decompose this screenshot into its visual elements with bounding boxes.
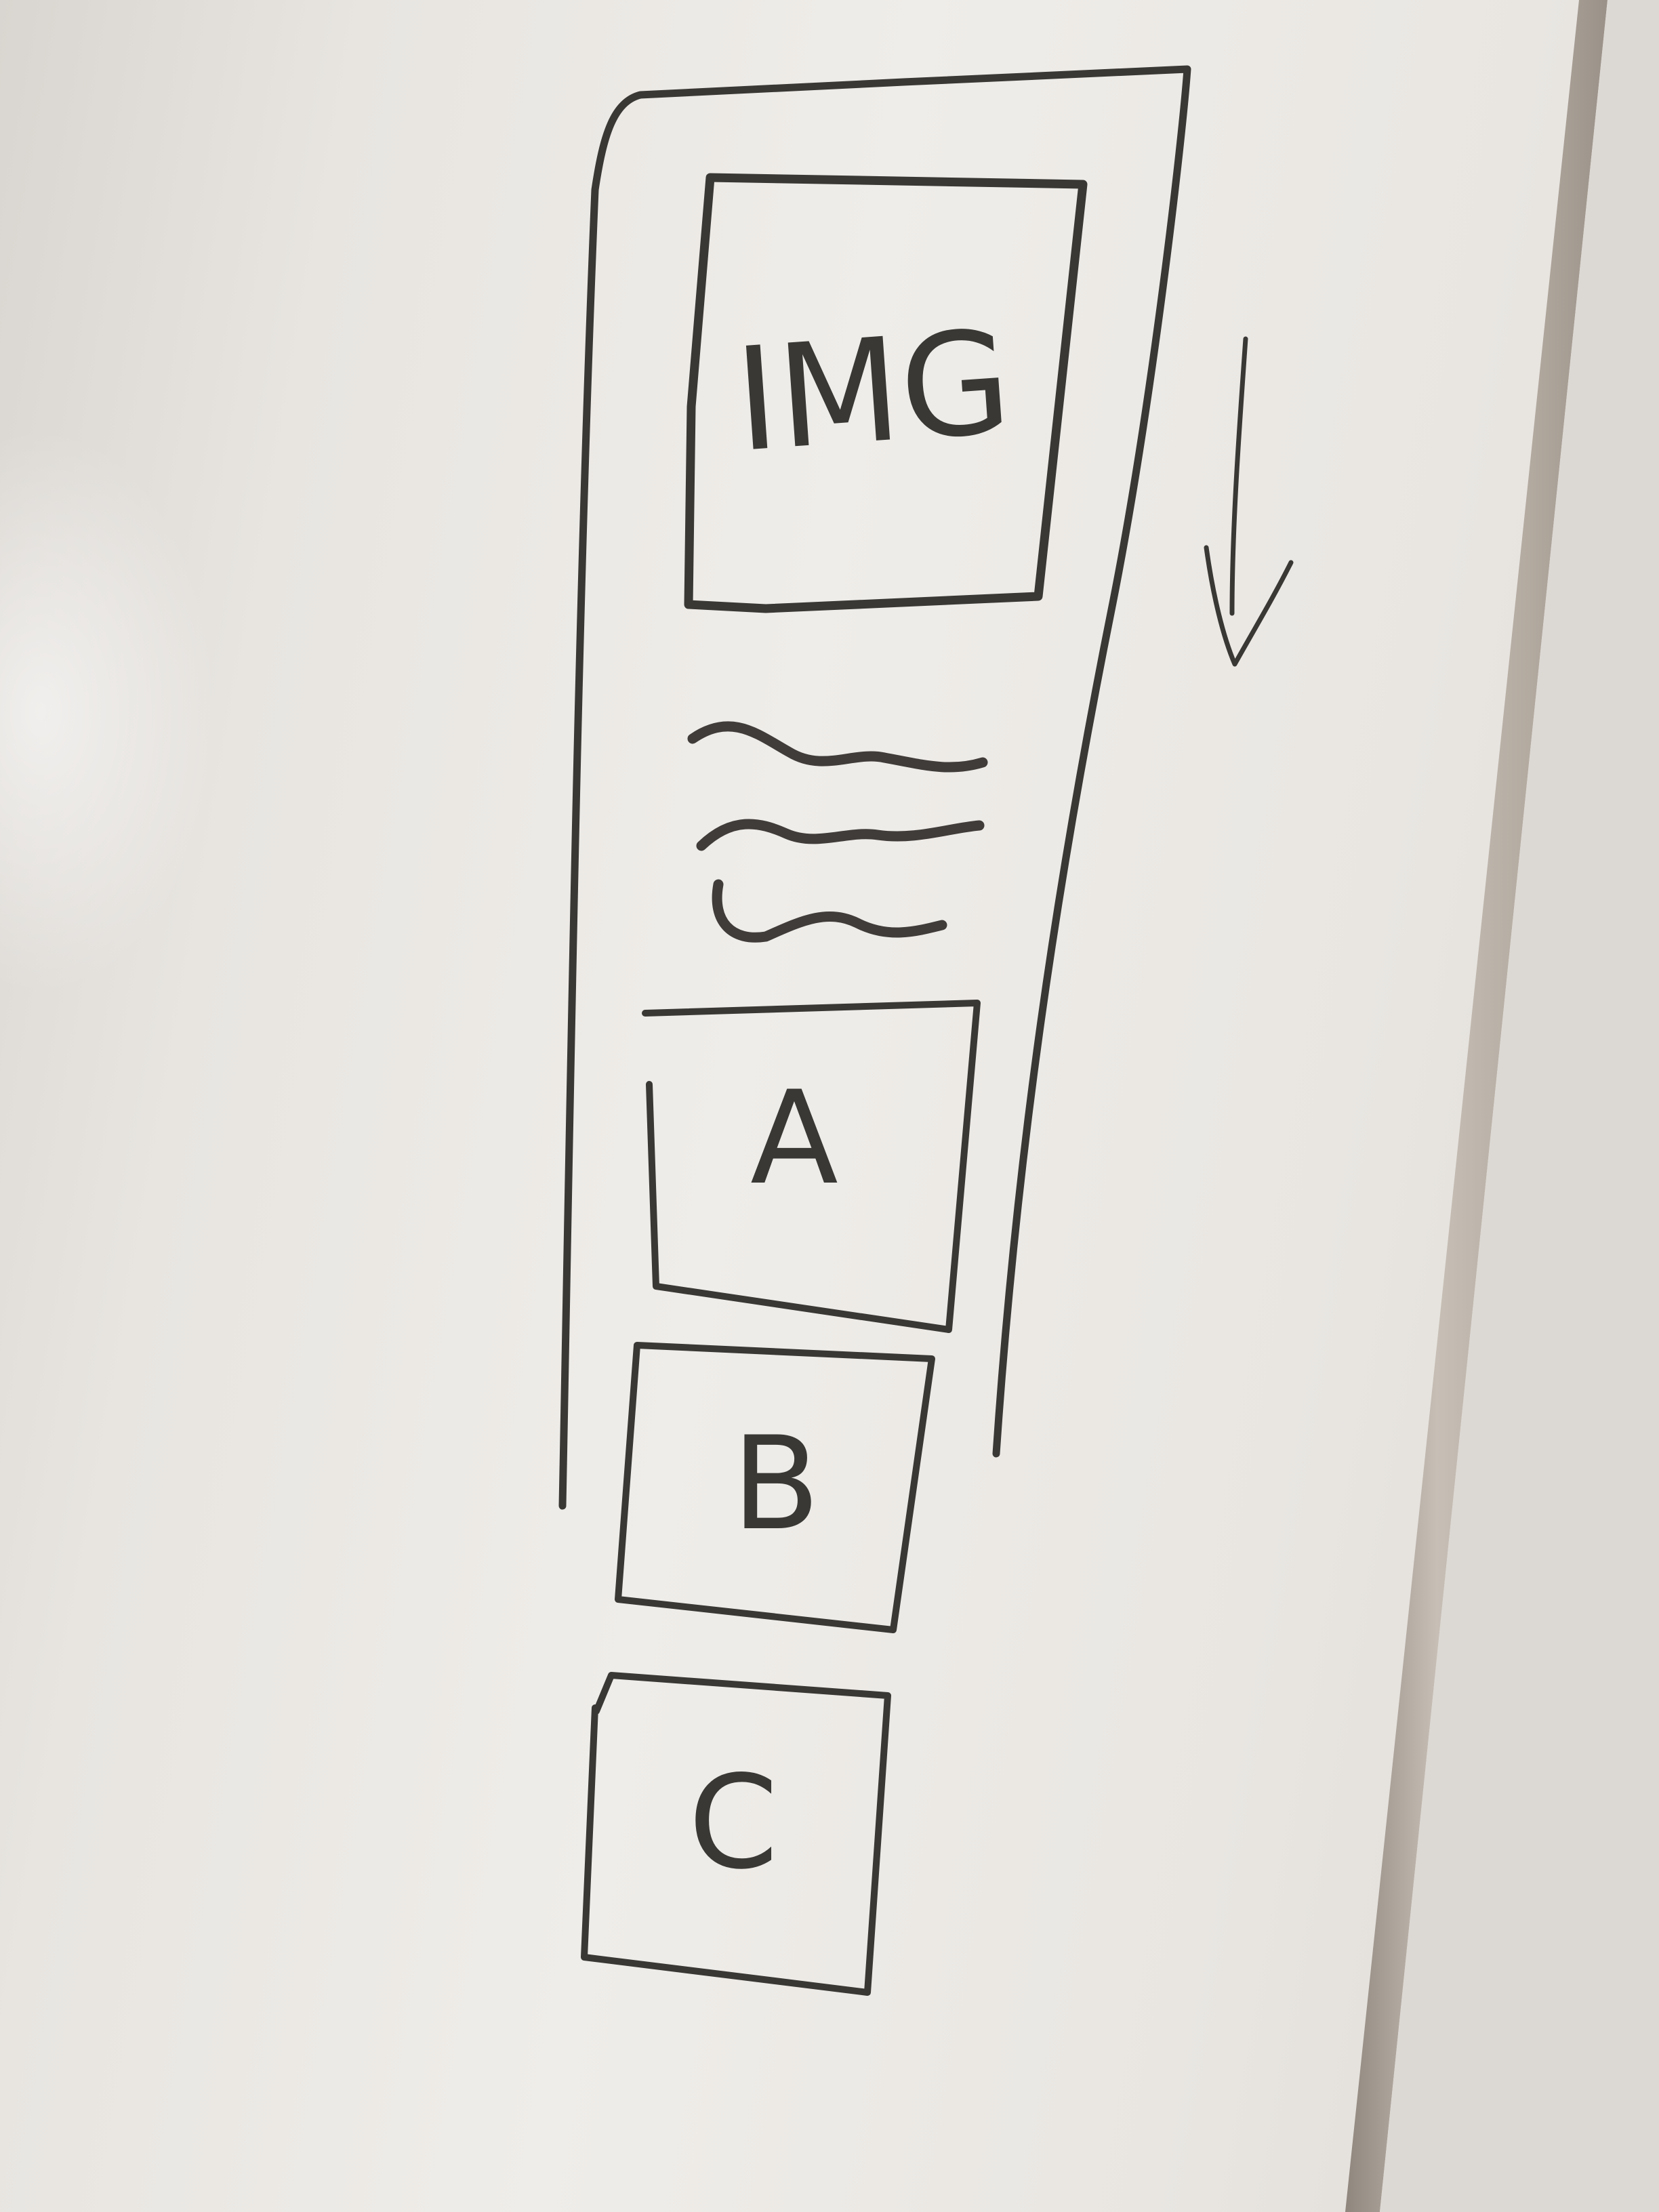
wavy-lines-icon — [687, 721, 988, 943]
board-frame-edge — [1345, 0, 1607, 2212]
image-box — [684, 173, 1088, 613]
box-b — [615, 1342, 935, 1633]
board-beyond-frame — [1380, 0, 1659, 2212]
box-a-label: A — [750, 1063, 838, 1213]
text-line-1 — [687, 721, 988, 773]
image-label: IMG — [730, 299, 1016, 484]
text-line-3 — [712, 879, 947, 943]
box-c — [581, 1672, 891, 1996]
box-a — [642, 1000, 981, 1333]
phone-frame — [558, 65, 1191, 1510]
box-b-label: B — [732, 1409, 820, 1559]
board-glare — [0, 427, 217, 996]
text-line-2 — [696, 819, 985, 851]
arrow-down-icon — [1204, 336, 1294, 667]
box-c-label: C — [689, 1748, 779, 1898]
arrow-head — [1204, 545, 1294, 667]
arrow-shaft — [1229, 336, 1248, 616]
